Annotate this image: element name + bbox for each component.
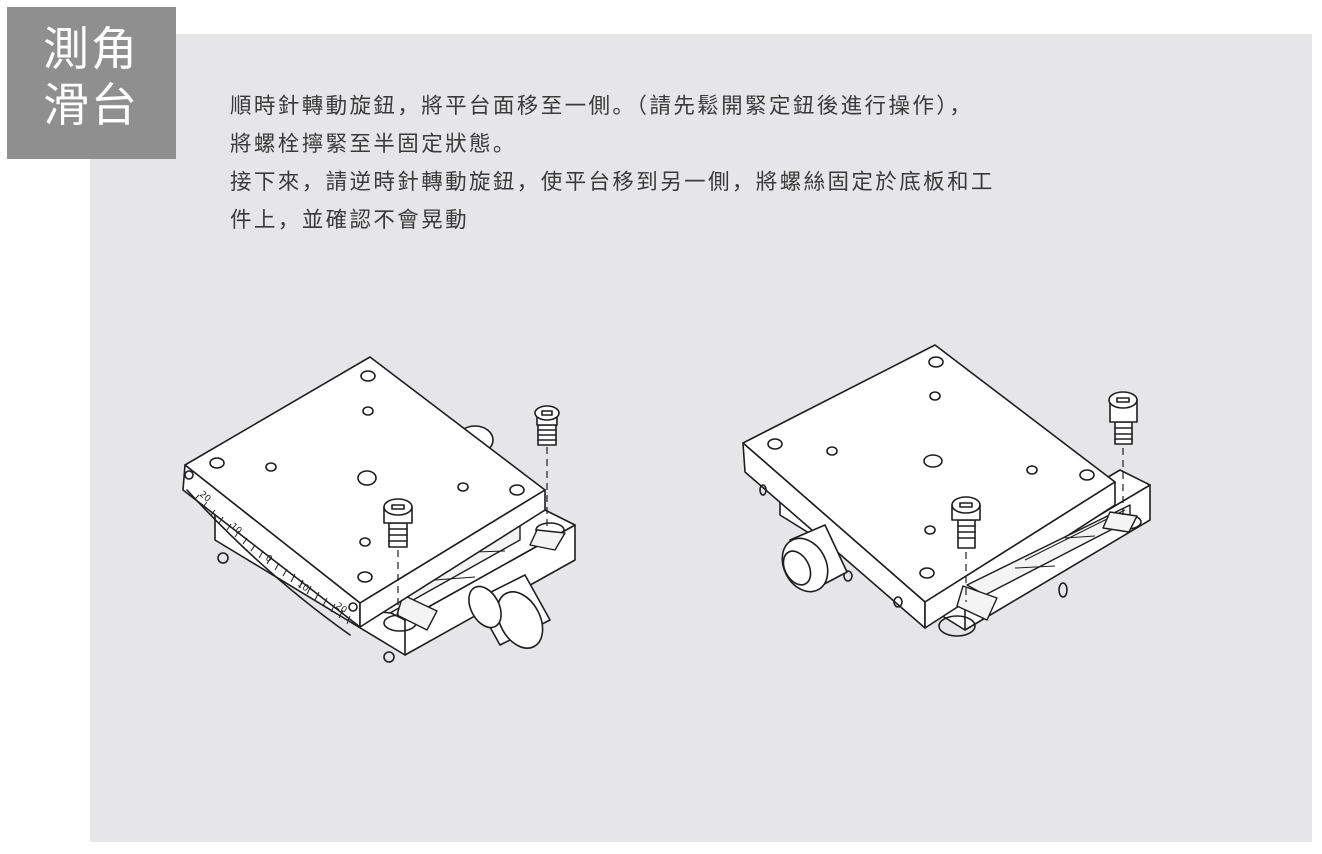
instruction-line: 順時針轉動旋鈕，將平台面移至一側。（請先鬆開緊定鈕後進行操作）， [230, 94, 974, 119]
adjustment-knob [468, 574, 551, 649]
screw-icon [534, 405, 560, 530]
screw-icon [951, 496, 981, 602]
instruction-line: 件上，並確認不會晃動 [230, 208, 470, 233]
instruction-line: 接下來，請逆時針轉動旋鈕，使平台移到另一側，將螺絲固定於底板和工 [230, 170, 995, 195]
dovetail-slide [956, 504, 1138, 621]
screw-icon [383, 498, 413, 615]
section-tag-line-1: 測角 [43, 22, 139, 76]
top-platform [742, 344, 1116, 629]
instruction-text: 順時針轉動旋鈕，將平台面移至一側。（請先鬆開緊定鈕後進行操作）， 將螺栓擰緊至半… [230, 88, 1190, 240]
goniometer-stage-illustration-left: 20 10 0 10 20 [182, 356, 576, 663]
section-tag: 測角 滑台 [7, 7, 176, 159]
instruction-line: 將螺栓擰緊至半固定狀態。 [230, 132, 517, 157]
top-platform [182, 356, 546, 628]
section-tag-line-2: 滑台 [43, 78, 139, 132]
adjustment-knob [781, 524, 848, 593]
screw-icon [1108, 391, 1138, 515]
scale-label: 0 [263, 553, 274, 565]
goniometer-stage-illustration-right [742, 344, 1151, 637]
